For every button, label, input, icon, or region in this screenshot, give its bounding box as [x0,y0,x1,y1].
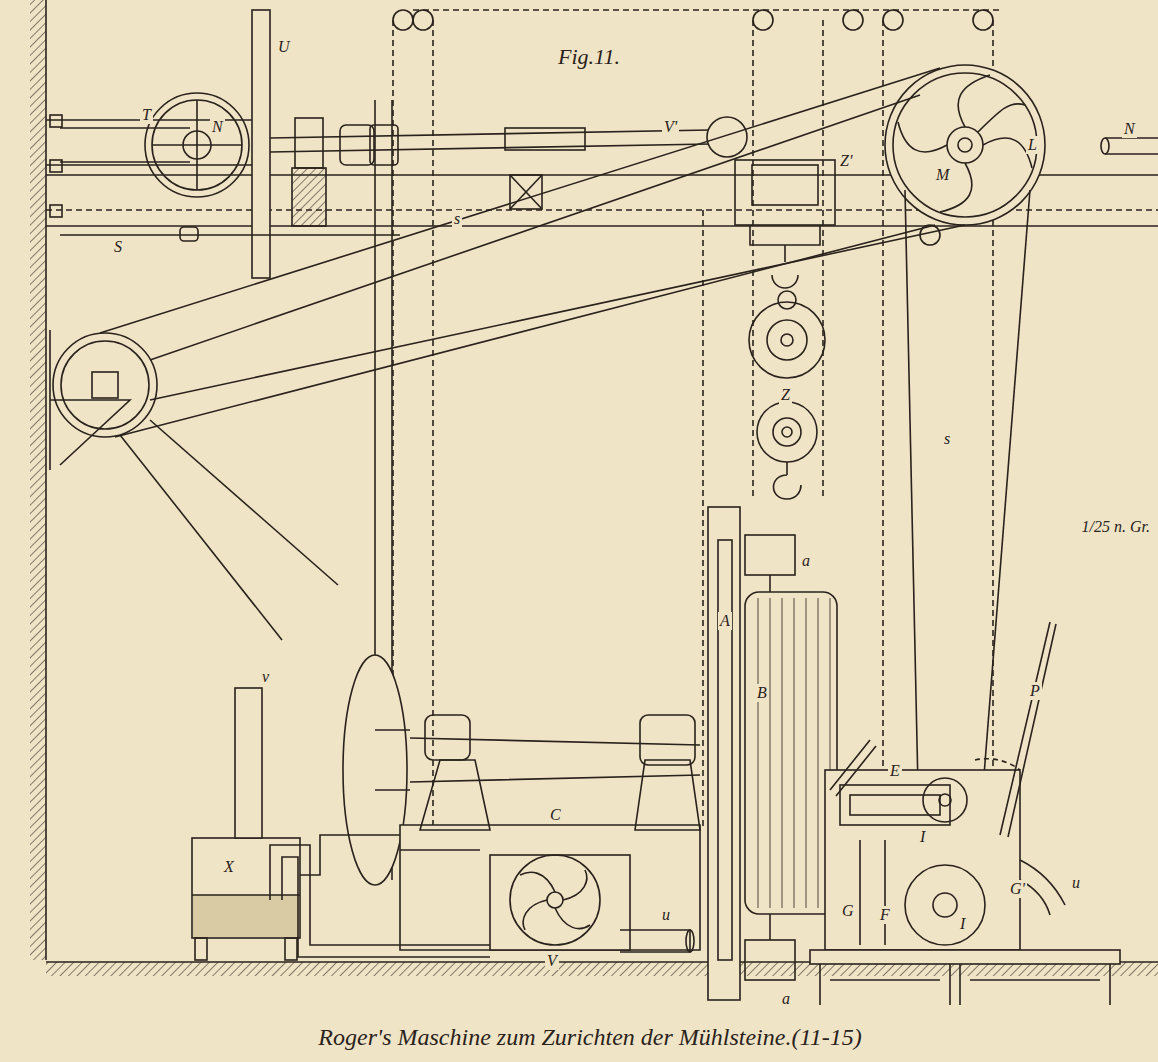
part-label: G' [1008,880,1027,898]
part-label: I [918,828,927,846]
part-label: N [1122,120,1137,138]
part-label: s [942,430,952,448]
part-label: L [1026,136,1039,154]
part-label: V' [662,118,679,136]
part-label: E [888,762,902,780]
part-label: v [260,668,271,686]
figure-title: Fig.11. [558,44,620,70]
part-label: N [210,118,225,136]
part-label: C [548,806,563,824]
part-label: a [800,552,812,570]
part-label: I [958,915,967,933]
part-label: Z [779,386,792,404]
part-label: X [222,858,236,876]
part-label: P [1028,682,1042,700]
figure-caption: Roger's Maschine zum Zurichten der Mühls… [318,1024,861,1051]
part-label: U [276,38,292,56]
part-label: S [112,238,124,256]
part-label: Z' [838,152,854,170]
part-label: B [755,684,769,702]
part-label: s [452,210,462,228]
part-label: 1/25 n. Gr. [1080,518,1152,536]
part-label: a [780,990,792,1008]
part-label: A [718,612,732,630]
part-label: T [140,106,153,124]
part-label: u [1070,874,1082,892]
part-label: M [934,166,951,184]
part-label: u [660,906,672,924]
part-label: G [840,902,856,920]
part-label: F [878,906,892,924]
part-label: V [545,952,559,970]
